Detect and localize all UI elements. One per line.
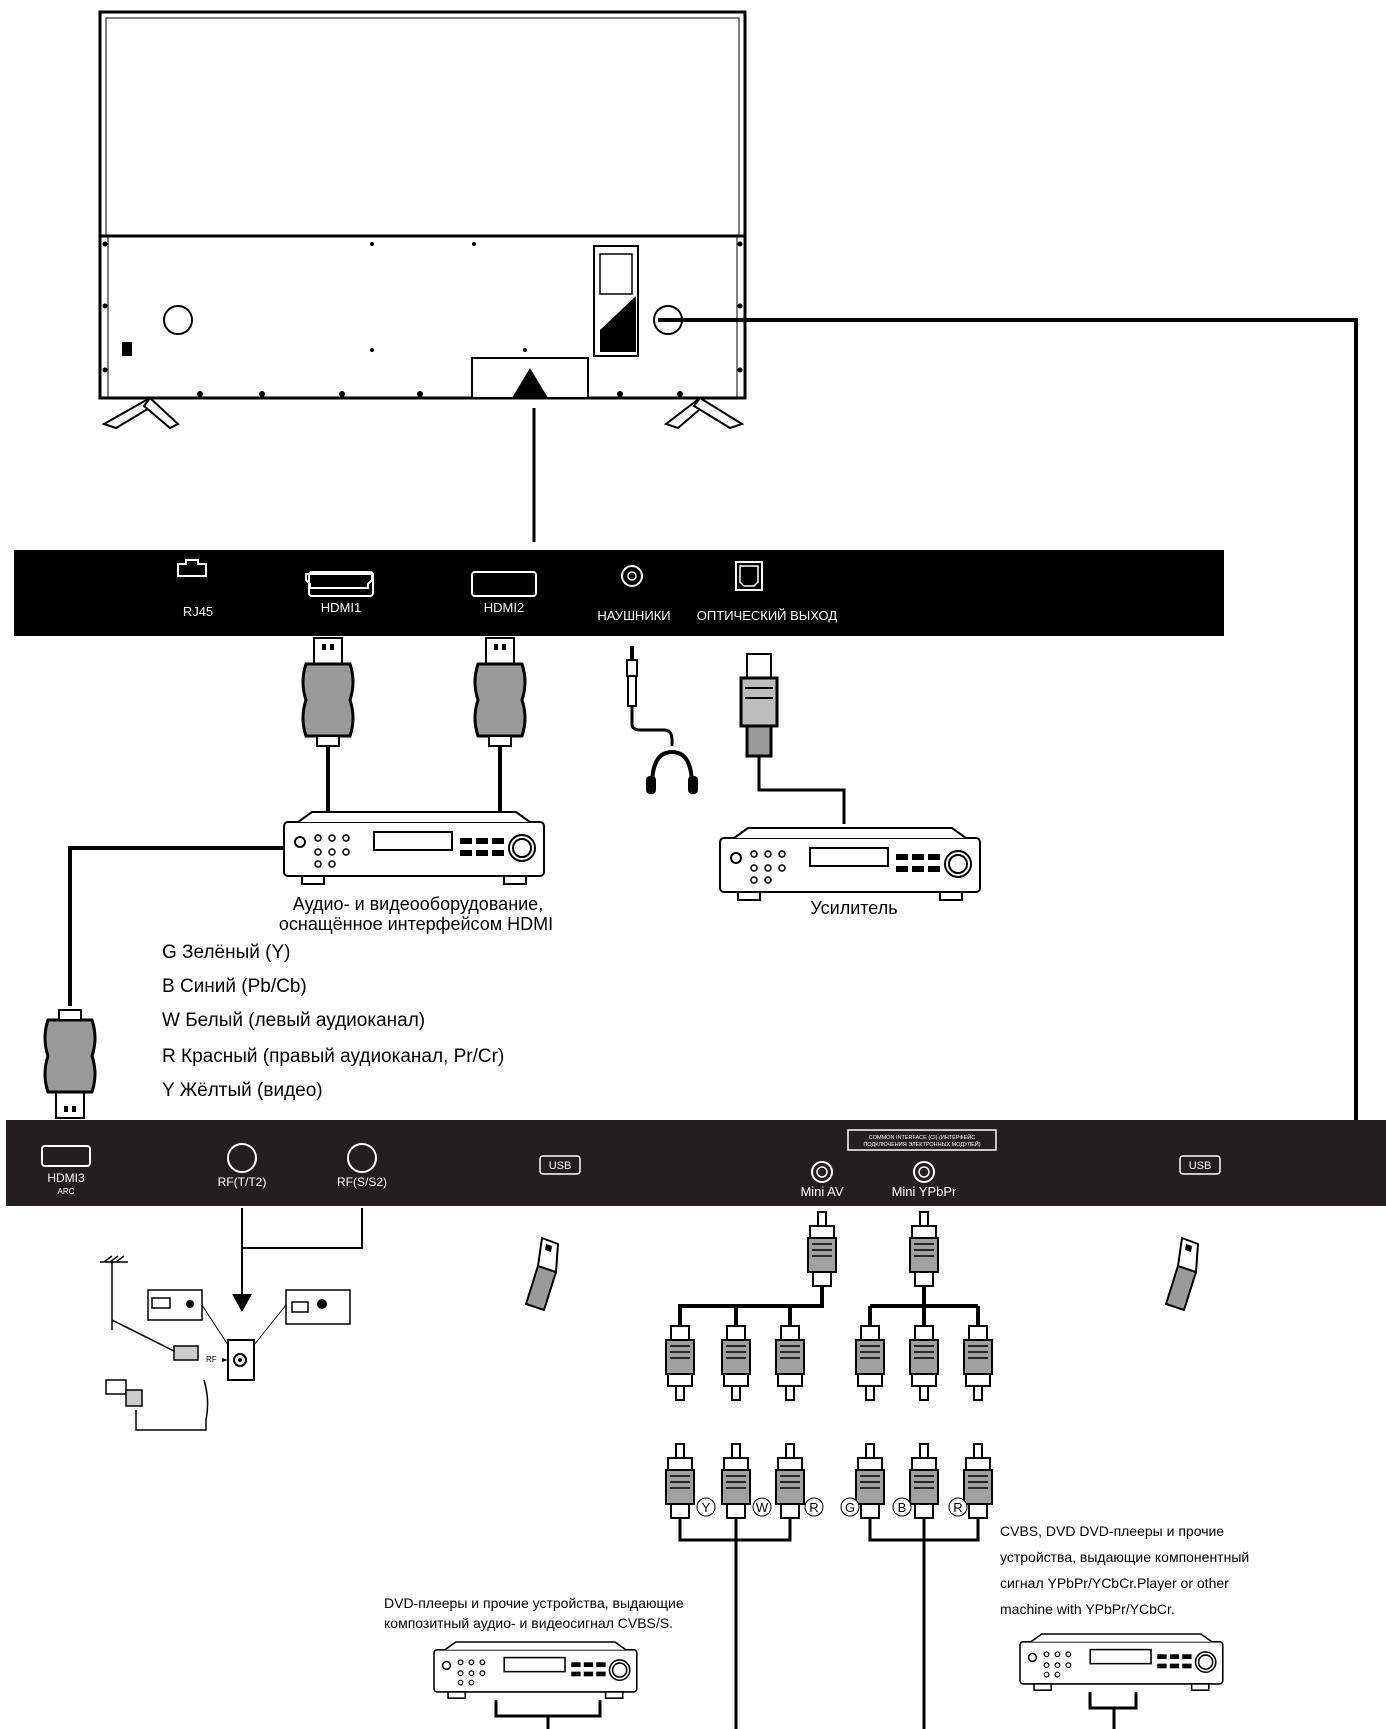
plug-letter-markers: Y W R G B R (696, 1497, 968, 1517)
port-mini-ypbpr-label: Mini YPbPr (892, 1184, 957, 1199)
plug-letter-g: G (845, 1500, 855, 1515)
composite-device-label-2: композитный аудио- и видеосигнал CVBS/S. (384, 1615, 673, 1631)
color-legend: G Зелёный (Y) B Синий (Pb/Cb) W Белый (л… (162, 942, 504, 1101)
hdmi-av-device (283, 811, 545, 885)
hdmi-av-device-label-2: оснащённое интерфейсом HDMI (279, 914, 553, 934)
plug-letter-y: Y (702, 1500, 711, 1515)
component-device-label-2: устройства, выдающие компонентный (1000, 1549, 1249, 1565)
legend-green: G Зелёный (Y) (162, 942, 291, 963)
hdmi3-plug (43, 1008, 97, 1120)
side-panel-wire (658, 318, 1358, 1120)
ci-label-line1: COMMON INTERFACE (CI) (ИНТЕРФЕЙС (869, 1133, 975, 1141)
port-rj45-label: RJ45 (183, 604, 213, 619)
legend-white: W Белый (левый аудиоканал) (162, 1010, 425, 1031)
component-device (1019, 1633, 1224, 1691)
port-hdmi2-label: HDMI2 (484, 600, 524, 615)
port-hdmi1-label: HDMI1 (321, 600, 361, 615)
tv-back (98, 10, 747, 430)
port-headphones-label: НАУШНИКИ (597, 608, 670, 623)
port-rf-s-label: RF(S/S2) (337, 1175, 387, 1189)
port-usb-left-label: USB (549, 1160, 572, 1172)
legend-red: R Красный (правый аудиоканал, Pr/Cr) (162, 1046, 504, 1067)
hdmi1-plug (301, 636, 355, 748)
plug-letter-r1: R (809, 1500, 818, 1515)
top-port-panel: RJ45 HDMI1 HDMI2 НАУШНИКИ ОПТИЧЕСКИЙ ВЫХ… (14, 550, 1224, 636)
mini-av-cable (665, 1211, 837, 1542)
ci-label-line2: ПОДКЛЮЧЕНИЯ ЭЛЕКТРОННЫХ МОДУЛЕЙ) (863, 1140, 980, 1148)
headphones-icon (626, 646, 698, 794)
plug-letter-b: B (898, 1500, 907, 1515)
composite-device (433, 1641, 638, 1699)
optical-cable (739, 653, 846, 824)
hdmi-av-device-label-1: Аудио- и видеооборудование, (293, 894, 543, 914)
component-device-label-4: machine with YPbPr/YCbCr. (1000, 1601, 1175, 1617)
bottom-port-panel: HDMI3 ARC RF(T/T2) RF(S/S2) USB COMMON I… (6, 1120, 1386, 1206)
rf-label: RF (206, 1355, 217, 1364)
mini-ypbpr-cable (855, 1211, 993, 1542)
hdmi2-plug (473, 636, 527, 748)
legend-yellow: Y Жёлтый (видео) (162, 1080, 323, 1101)
port-optical-label: ОПТИЧЕСКИЙ ВЫХОД (697, 608, 838, 623)
amplifier-device (719, 827, 981, 901)
port-usb-right-label: USB (1189, 1160, 1212, 1172)
composite-device-label-1: DVD-плееры и прочие устройства, выдающие (384, 1595, 684, 1611)
port-mini-av-label: Mini AV (800, 1184, 843, 1199)
plug-letter-r2: R (953, 1500, 962, 1515)
component-device-label-3: сигнал YPbPr/YCbCr.Player or other (1000, 1575, 1229, 1591)
usb-stick-right-icon (1165, 1237, 1199, 1311)
plug-letter-w: W (756, 1500, 769, 1515)
usb-stick-left-icon (525, 1237, 559, 1311)
port-rf-t-label: RF(T/T2) (218, 1175, 267, 1189)
component-device-label-1: CVBS, DVD DVD-плееры и прочие (1000, 1523, 1224, 1539)
rf-wiring: RF (100, 1208, 363, 1431)
legend-blue: B Синий (Pb/Cb) (162, 976, 307, 997)
port-hdmi3-arc-label: ARC (58, 1187, 75, 1196)
port-hdmi3-label: HDMI3 (47, 1171, 85, 1185)
amplifier-label: Усилитель (810, 898, 897, 918)
